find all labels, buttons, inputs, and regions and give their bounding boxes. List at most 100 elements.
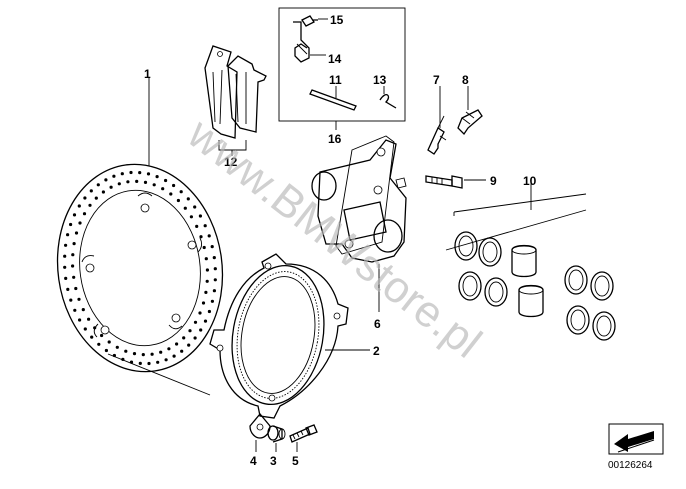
- piston-seal-ring: [458, 271, 482, 301]
- disc-drill-hole: [63, 265, 67, 269]
- brake-caliper[interactable]: [311, 135, 407, 263]
- retaining-spring[interactable]: [293, 21, 310, 63]
- callout-6: 6: [374, 317, 381, 331]
- disc-drill-hole: [179, 190, 183, 194]
- disc-drill-hole: [109, 185, 113, 189]
- callout-11: 11: [329, 73, 342, 87]
- disc-drill-hole: [78, 221, 82, 225]
- piston-seal-ring-inner: [596, 315, 612, 337]
- callout-15: 15: [330, 13, 344, 27]
- disc-drill-hole: [72, 213, 77, 217]
- disc-drill-hole: [204, 290, 208, 294]
- disc-drill-hole: [87, 317, 91, 321]
- piston-seal-ring: [484, 277, 508, 307]
- brake-disc[interactable]: [44, 154, 235, 383]
- disc-drill-hole: [195, 224, 199, 228]
- piston-seal-ring: [478, 237, 502, 267]
- bushing[interactable]: [267, 425, 286, 443]
- disc-drill-hole: [112, 174, 116, 178]
- abs-sensor-ring[interactable]: [209, 253, 349, 419]
- disc-bolt[interactable]: [289, 424, 318, 443]
- disc-drill-hole: [169, 192, 173, 196]
- disc-drill-hole: [172, 354, 176, 358]
- disc-drill-hole: [115, 345, 119, 349]
- leader-12: [218, 140, 247, 156]
- disc-drill-hole: [193, 205, 197, 209]
- disc-drill-hole: [81, 308, 85, 312]
- piston-seal-ring-inner: [594, 275, 610, 297]
- disc-drill-hole: [104, 178, 108, 182]
- disc-drill-hole: [72, 275, 76, 279]
- disc-drill-hole: [64, 243, 68, 247]
- disc-drill-hole: [120, 172, 124, 176]
- disc-drill-hole: [186, 197, 190, 201]
- disc-drill-hole: [183, 206, 187, 210]
- brake-pads[interactable]: [204, 45, 267, 139]
- disc-drill-hole: [69, 298, 73, 302]
- spring-screw[interactable]: [301, 15, 318, 27]
- piston-seal-ring: [590, 271, 614, 301]
- disc-drill-hole: [188, 329, 192, 333]
- disc-drill-hole: [89, 189, 93, 193]
- disc-drill-hole: [199, 235, 203, 239]
- disc-drill-hole: [100, 333, 104, 338]
- caliper-bolt[interactable]: [425, 175, 463, 189]
- disc-drill-hole: [204, 257, 208, 261]
- disc-drill-hole: [150, 352, 154, 356]
- disc-drill-hole: [159, 350, 163, 354]
- piston-seal-ring-inner: [488, 281, 504, 303]
- banjo-bolt[interactable]: [457, 109, 483, 136]
- piston-seal-ring-inner: [568, 269, 584, 291]
- disc-drill-hole: [161, 187, 165, 191]
- disc-drill-hole: [176, 198, 180, 203]
- clip[interactable]: [379, 94, 397, 109]
- disc-drill-hole: [96, 183, 100, 187]
- disc-drill-hole: [164, 178, 168, 183]
- disc-drill-hole: [193, 336, 197, 340]
- disc-drill-hole: [90, 335, 94, 339]
- disc-drill-hole: [138, 171, 142, 175]
- disc-drill-hole: [94, 196, 98, 200]
- callout-7: 7: [433, 73, 440, 87]
- disc-drill-hole: [82, 212, 87, 216]
- disc-drill-hole: [71, 264, 75, 268]
- disc-drill-hole: [74, 286, 78, 291]
- callout-2: 2: [373, 344, 380, 358]
- disc-drill-hole: [83, 196, 87, 200]
- disc-drill-hole: [213, 278, 217, 282]
- callout-8: 8: [462, 73, 469, 87]
- disc-drill-hole: [78, 318, 82, 322]
- piston-seal-ring-inner: [462, 275, 478, 297]
- disc-drill-hole: [74, 231, 79, 235]
- piston-seal-ring-inner: [482, 241, 498, 263]
- disc-drill-hole: [66, 233, 70, 237]
- disc-drill-hole: [88, 203, 92, 207]
- disc-drill-hole: [129, 170, 133, 175]
- disc-drill-hole: [203, 224, 207, 228]
- disc-drill-hole: [147, 361, 151, 366]
- disc-drill-hole: [175, 342, 179, 346]
- pad-pin[interactable]: [309, 89, 357, 111]
- piston-seal-ring-inner: [458, 235, 474, 257]
- disc-drill-hole: [167, 347, 171, 351]
- disc-drill-hole: [143, 180, 148, 184]
- disc-drill-hole: [182, 336, 186, 340]
- callout-16: 16: [328, 132, 342, 146]
- disc-drill-hole: [202, 245, 206, 250]
- image-id: 00126264: [608, 460, 653, 471]
- disc-drill-hole: [210, 299, 214, 303]
- disc-drill-hole: [83, 327, 87, 331]
- disc-drill-hole: [63, 254, 67, 258]
- bleed-screw[interactable]: [427, 115, 447, 155]
- disc-drill-hole: [138, 361, 142, 365]
- next-page-arrow-icon[interactable]: [608, 423, 664, 455]
- callout-9: 9: [490, 174, 497, 188]
- caliper-repair-kit[interactable]: [445, 193, 616, 341]
- callout-14: 14: [328, 52, 342, 66]
- disc-drill-hole: [135, 179, 139, 183]
- disc-drill-hole: [205, 279, 209, 283]
- callout-10: 10: [523, 174, 537, 188]
- disc-drill-hole: [164, 358, 168, 362]
- disc-drill-hole: [66, 287, 70, 291]
